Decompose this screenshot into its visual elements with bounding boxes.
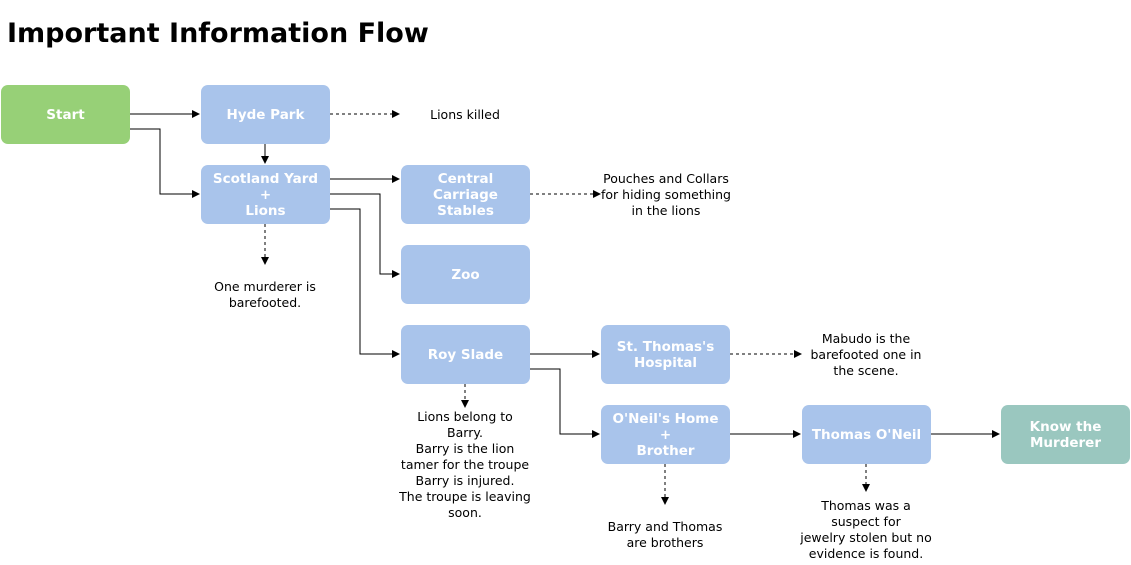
node-oneil-home: O'Neil's Home + Brother xyxy=(601,405,730,464)
node-scotland-yard: Scotland Yard + Lions xyxy=(201,165,330,224)
page-title: Important Information Flow xyxy=(7,18,429,49)
node-central-carriage-stables: Central Carriage Stables xyxy=(401,165,530,224)
node-st-thomas-hospital: St. Thomas's Hospital xyxy=(601,325,730,384)
node-know-the-murderer: Know the Murderer xyxy=(1001,405,1130,464)
note-pouches-collars: Pouches and Collars for hiding something… xyxy=(601,171,731,218)
node-zoo: Zoo xyxy=(401,245,530,304)
note-thomas-suspect: Thomas was a suspect for jewelry stolen … xyxy=(800,498,932,561)
node-start: Start xyxy=(1,85,130,144)
edge-scotlandyard-royslade xyxy=(330,208,400,358)
note-barry-thomas-brothers: Barry and Thomas are brothers xyxy=(607,519,723,550)
node-roy-slade: Roy Slade xyxy=(401,325,530,384)
note-mabudo-barefooted: Mabudo is the barefooted one in the scen… xyxy=(810,331,922,378)
note-lions-belong-to-barry: Lions belong to Barry. Barry is the lion… xyxy=(399,409,531,520)
edge-royslade-oneilhome xyxy=(530,368,600,438)
node-hyde-park: Hyde Park xyxy=(201,85,330,144)
edge-scotlandyard-zoo xyxy=(330,193,400,278)
node-thomas-oneil: Thomas O'Neil xyxy=(802,405,931,464)
note-one-murderer-barefooted: One murderer is barefooted. xyxy=(214,279,316,310)
edge-start-scotlandyard xyxy=(130,128,200,198)
note-lions-killed: Lions killed xyxy=(430,107,500,122)
